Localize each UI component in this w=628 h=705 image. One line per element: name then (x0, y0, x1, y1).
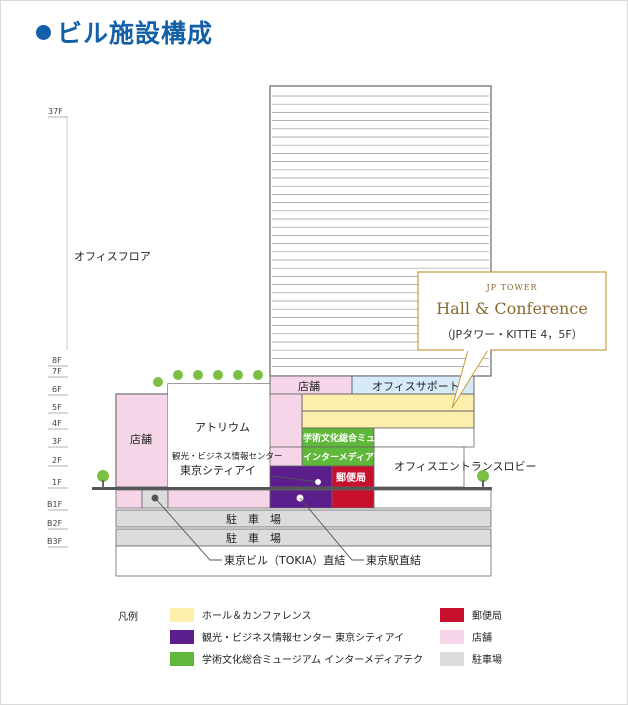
floor-label-3f: 3F (52, 437, 62, 446)
floor-label-2f: 2F (52, 456, 62, 465)
parking-b2f-label: 駐 車 場 (226, 512, 281, 526)
legend-swatch-museum (170, 652, 194, 666)
tower-floor-lines (272, 95, 489, 367)
tokia-connection-label: 東京ビル（TOKIA）直結 (224, 553, 345, 567)
callout-small-label: JP TOWER (485, 283, 537, 292)
legend-swatch-hall (170, 608, 194, 622)
hall-4f-area (301, 410, 475, 429)
legend-swatch-parking (440, 652, 464, 666)
b1f-east (373, 489, 492, 509)
parking-b3f-label: 駐 車 場 (226, 531, 281, 545)
floor-label-4f: 4F (52, 419, 62, 428)
bullet-icon (36, 25, 51, 40)
office-support-label: オフィスサポート (372, 380, 460, 393)
parking-b3f-area (115, 528, 492, 547)
legend-item-parking: 駐車場 (472, 653, 502, 666)
atrium-space (168, 384, 270, 487)
floor-label-1f: 1F (52, 478, 62, 487)
legend-item-tourism: 観光・ビジネス情報センター 東京シティアイ (202, 631, 404, 644)
office-floor-label: オフィスフロア (74, 250, 151, 263)
shop-area-middle (269, 393, 303, 448)
shop-top-label: 店舗 (298, 379, 320, 393)
legend-swatch-tourism (170, 630, 194, 644)
atrium-label: アトリウム (195, 421, 250, 434)
floor-label-8f: 8F (52, 356, 62, 365)
floor-label-6f: 6F (52, 385, 62, 394)
legend-swatch-shop (440, 630, 464, 644)
tokyo-city-i-label: 東京シティアイ (180, 463, 256, 477)
page-title: ビル施設構成 (36, 14, 213, 50)
station-connection-label: 東京駅直結 (366, 553, 421, 567)
hall-5f-area (301, 393, 475, 412)
museum-label: 学術文化総合ミュージアム (303, 432, 410, 444)
legend-item-shop: 店舗 (472, 631, 492, 644)
shop-b1f-center (167, 489, 271, 509)
page-title-text: ビル施設構成 (57, 19, 214, 48)
post-office-label: 郵便局 (336, 471, 366, 484)
callout-main-label: Hall & Conference (436, 299, 588, 318)
floor-labels: 37F 8F 7F 6F 5F 4F 3F 2F 1F B1F B2F B3F (47, 107, 63, 546)
callout-sub-label: （JPタワー・KITTE 4，5F） (441, 328, 582, 341)
legend-item-museum: 学術文化総合ミュージアム インターメディアテク (202, 653, 423, 666)
tree-icons (97, 370, 489, 488)
connector-lines (151, 475, 364, 561)
shop-b1f-left (115, 489, 143, 509)
legend-item-post: 郵便局 (472, 609, 502, 622)
intermediatheque-label: インターメディアテク (303, 451, 392, 463)
office-lobby-area (373, 446, 465, 488)
ground-line (92, 487, 492, 490)
shop-left-label: 店舗 (130, 432, 152, 446)
parking-b2f-area (115, 509, 492, 528)
floor-label-b2f: B2F (47, 519, 63, 528)
hall-conference-callout: JP TOWER Hall & Conference （JPタワー・KITTE … (417, 271, 607, 409)
floor-scale (48, 116, 68, 548)
foundation (115, 545, 492, 577)
legend-swatch-post (440, 608, 464, 622)
floor-label-b3f: B3F (47, 537, 63, 546)
legend-title: 凡例 (118, 610, 138, 623)
floor-label-5f: 5F (52, 403, 62, 412)
tourism-small-label: 観光・ビジネス情報センター (172, 451, 283, 462)
floor-label-7f: 7F (52, 367, 62, 376)
legend: 凡例 ホール＆カンファレンス 観光・ビジネス情報センター 東京シティアイ 学術文… (118, 608, 502, 666)
legend-item-hall: ホール＆カンファレンス (202, 610, 312, 622)
post-b1f-area (331, 489, 375, 509)
floor-label-37f: 37F (48, 107, 63, 116)
floor-label-b1f: B1F (47, 500, 63, 509)
shop-area-left (115, 393, 169, 488)
office-lobby-label: オフィスエントランスロビー (394, 460, 537, 473)
